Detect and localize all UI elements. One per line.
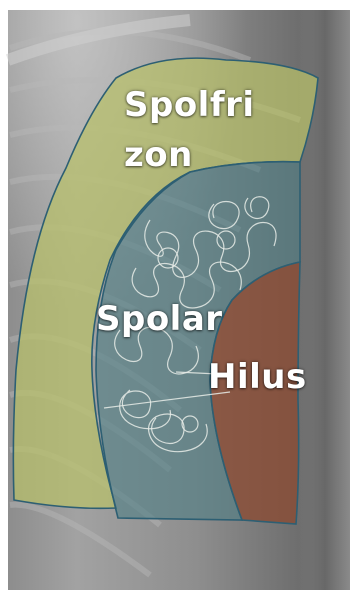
- hilus-zone-label: Hilus: [208, 360, 307, 394]
- spolfri-zone-label-line2: zon: [124, 138, 255, 172]
- spolfri-zone-label: Spolfri zon: [124, 88, 255, 172]
- spolfri-zone-label-line1: Spolfri: [124, 88, 255, 122]
- spolar-zone-label: Spolar: [96, 302, 223, 336]
